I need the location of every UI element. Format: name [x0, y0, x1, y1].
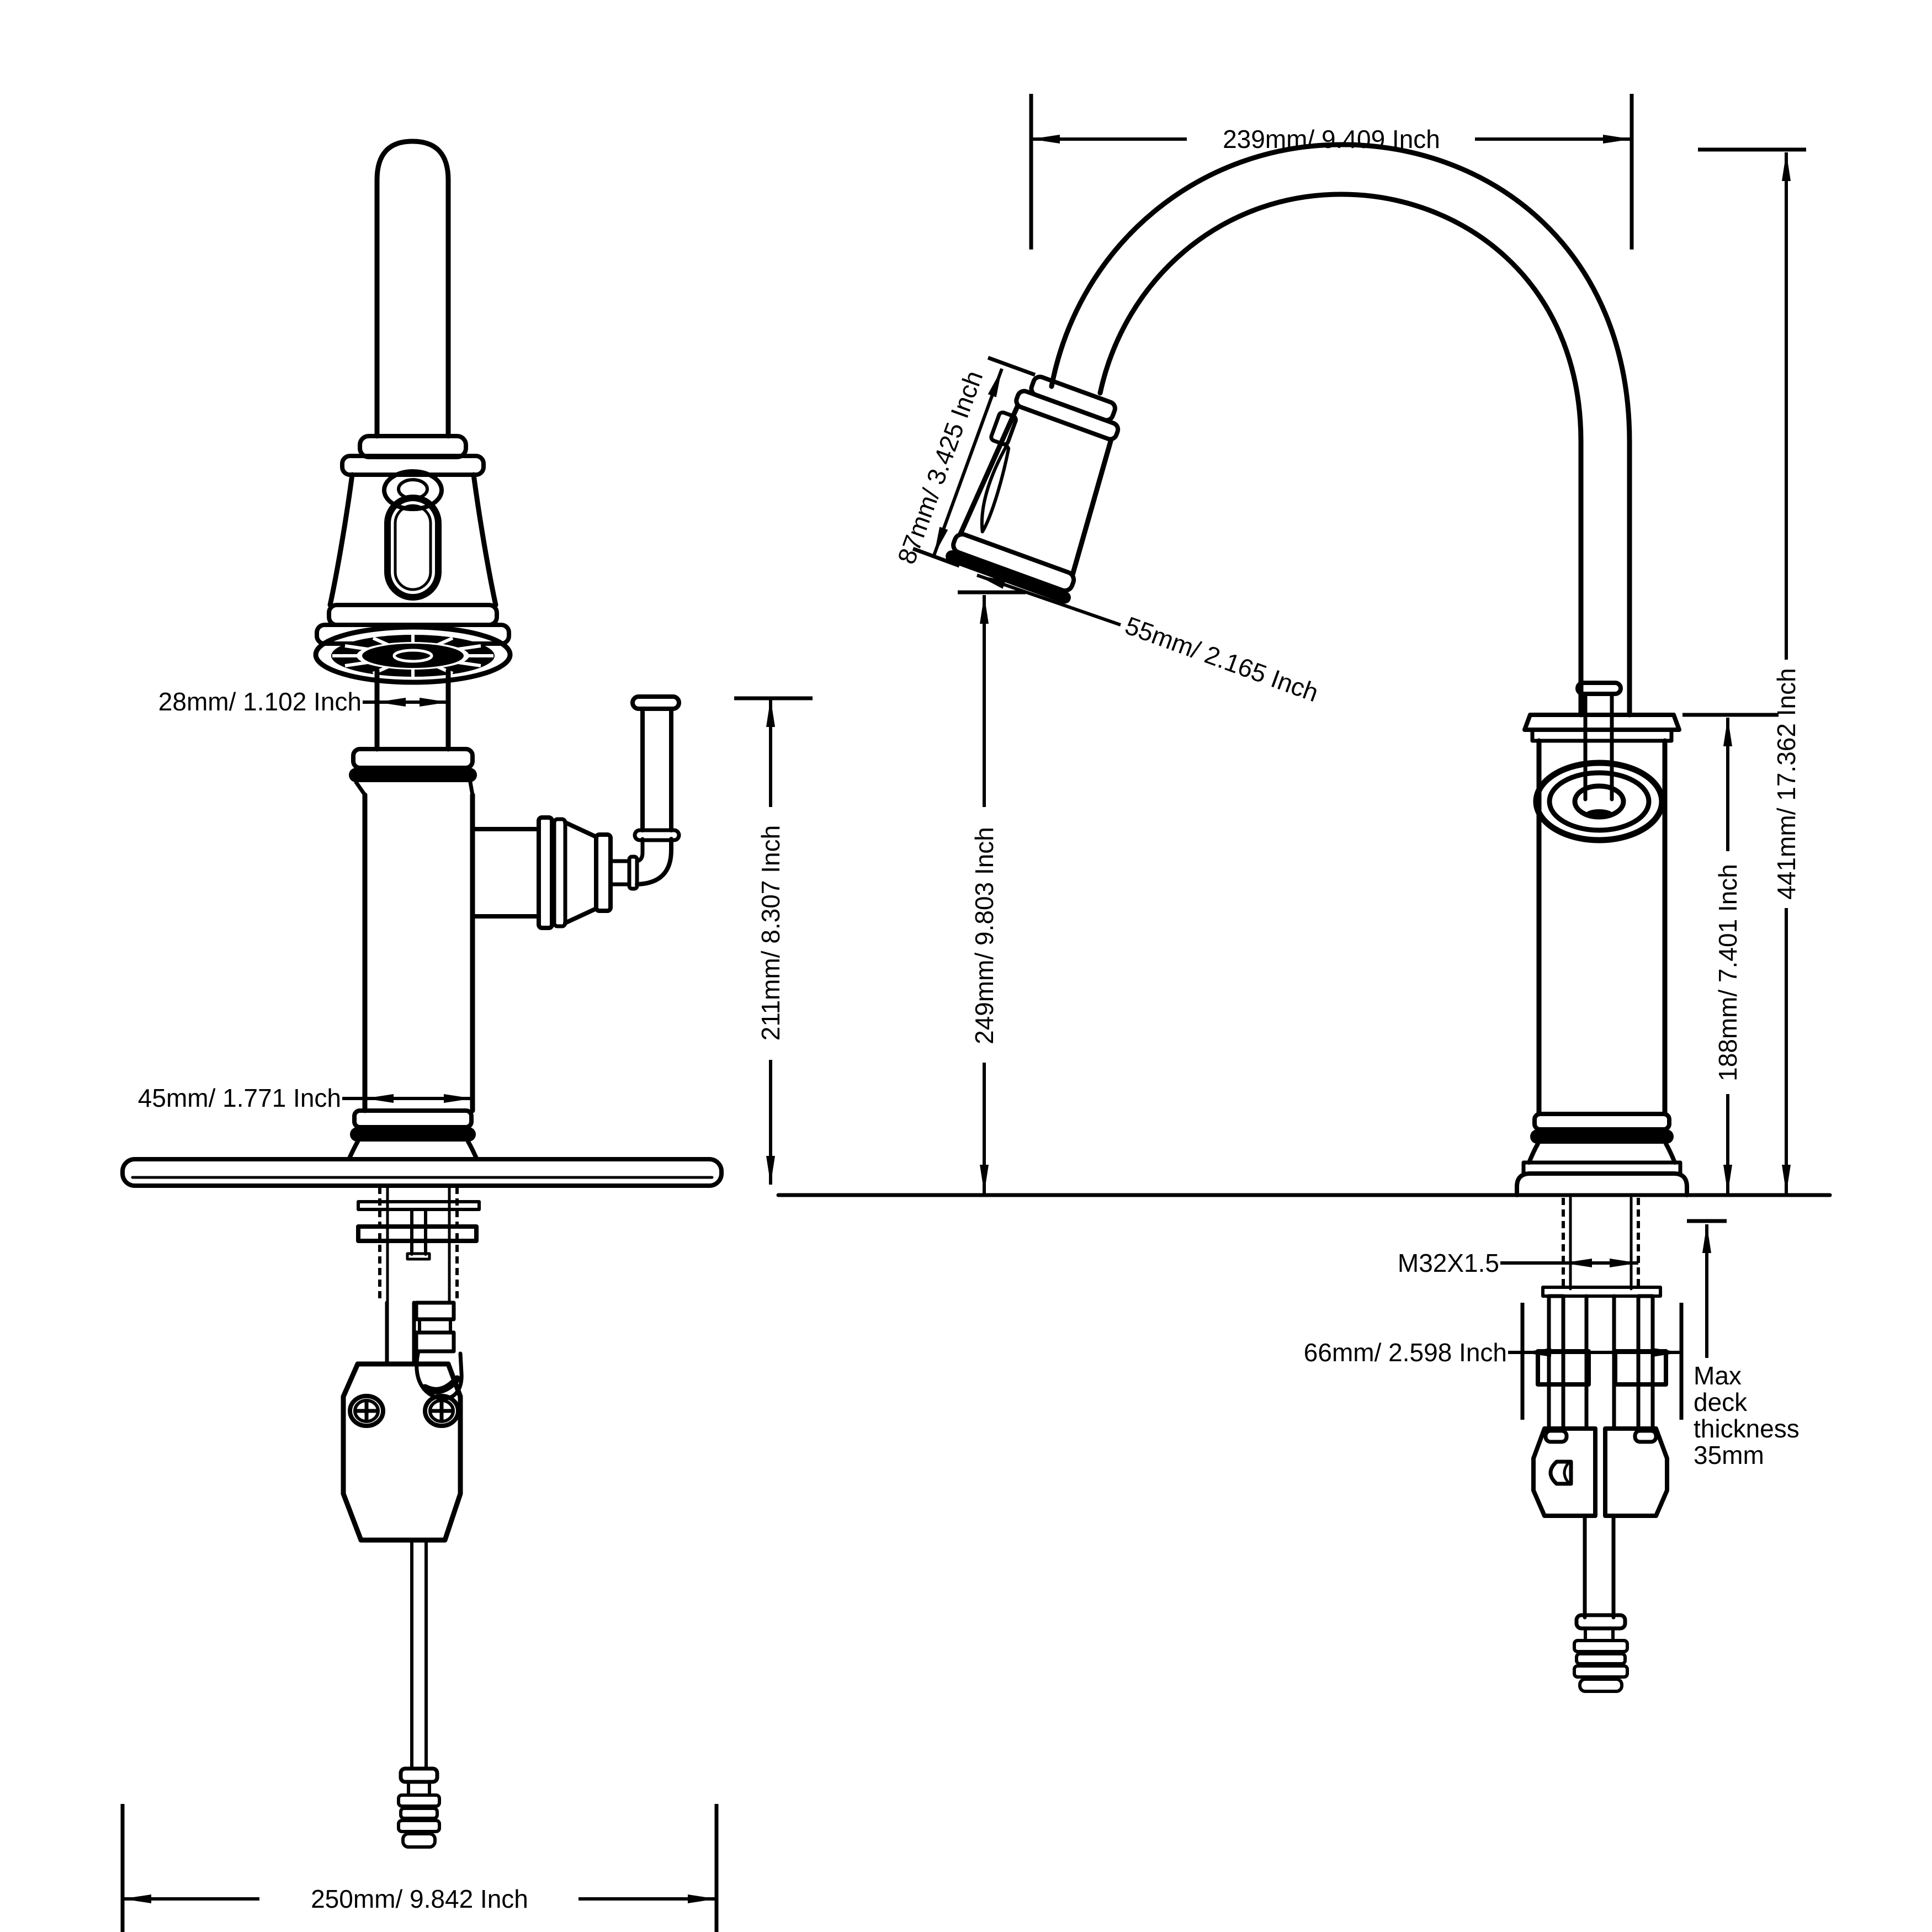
handle-lever-collar: [633, 828, 681, 842]
dim-label-line4: 35mm: [1694, 1441, 1764, 1469]
handle-lever: [640, 707, 673, 832]
hose-weight-clamp: [341, 1361, 463, 1543]
spray-mode-button: [384, 495, 442, 601]
spray-nozzle-face: [331, 635, 495, 677]
dim-body-width: 45mm/ 1.771 Inch: [138, 1084, 473, 1112]
deck-plate: [120, 1157, 724, 1188]
spout-joint-flange: [349, 747, 477, 797]
dim-max-deck-thickness: Max deck thickness 35mm: [1687, 1219, 1800, 1469]
dim-label: 239mm/ 9.409 Inch: [1223, 125, 1440, 153]
mounting-bracket: [1536, 1294, 1668, 1444]
dim-label: 188mm/ 7.401 Inch: [1713, 864, 1742, 1081]
washer-side: [1541, 1286, 1662, 1298]
dim-label-line2: deck: [1694, 1388, 1748, 1416]
handle-cap-side: [1575, 681, 1623, 696]
dim-total-height: 441mm/ 17.362 Inch: [1698, 147, 1806, 1193]
weight-side-hole: [1548, 1459, 1573, 1486]
faucet-body-front: [362, 792, 475, 1113]
supply-hose-side: [1583, 1514, 1616, 1620]
gooseneck-spout: [1049, 142, 1632, 718]
dim-label: 28mm/ 1.102 Inch: [158, 687, 362, 716]
dim-spray-head-width: 55mm/ 2.165 Inch: [976, 574, 1323, 708]
handle-hub-outer: [1533, 760, 1665, 843]
faucet-body-side: [1515, 713, 1689, 1197]
dim-spout-height: 211mm/ 8.307 Inch: [734, 696, 813, 1185]
hose-weight-side: [1531, 1426, 1669, 1518]
handle-front: [470, 694, 681, 930]
mounting-nut-front: [356, 1224, 479, 1243]
dim-body-height: 188mm/ 7.401 Inch: [1682, 713, 1779, 1193]
base-front: [120, 1108, 724, 1188]
clamp-screw-right: [423, 1394, 460, 1428]
dim-label: 55mm/ 2.165 Inch: [1122, 611, 1323, 708]
dim-label: 45mm/ 1.771 Inch: [138, 1084, 341, 1112]
side-view: 239mm/ 9.409 Inch 87mm/ 3.425 Inch 55mm/…: [776, 94, 1832, 1693]
dim-label: 211mm/ 8.307 Inch: [756, 825, 785, 1041]
dim-label-line1: Max: [1694, 1361, 1742, 1390]
handle-lever-cap: [630, 694, 681, 711]
dim-spout-reach: 239mm/ 9.409 Inch: [1029, 94, 1634, 250]
base-cap-side: [1515, 1171, 1689, 1197]
dim-base-width: 66mm/ 2.598 Inch: [1304, 1303, 1684, 1420]
under-deck-side: [1531, 1196, 1669, 1693]
clamp-screw-left: [348, 1394, 385, 1428]
handle-side: [1533, 681, 1665, 843]
dim-label: 249mm/ 9.803 Inch: [970, 827, 999, 1044]
spray-head-front: [313, 434, 513, 685]
dim-plate-length: 250mm/ 9.842 Inch: [120, 1804, 719, 1932]
dim-label: M32X1.5: [1398, 1249, 1499, 1277]
dim-spout-tube-width: 28mm/ 1.102 Inch: [158, 687, 448, 716]
front-view: 28mm/ 1.102 Inch 45mm/ 1.771 Inch 211mm/…: [120, 139, 813, 1932]
dim-outlet-clearance: 249mm/ 9.803 Inch: [958, 590, 1026, 1193]
supply-hose-front: [410, 1538, 428, 1770]
dim-label: 250mm/ 9.842 Inch: [311, 1885, 528, 1913]
under-deck-front: [341, 1185, 481, 1849]
hose-barb-front: [397, 1766, 441, 1849]
dim-label: 441mm/ 17.362 Inch: [1772, 668, 1801, 899]
dim-thread-spec: M32X1.5: [1398, 1249, 1638, 1277]
dim-label-line3: thickness: [1694, 1414, 1800, 1443]
head-hook-ring: [382, 469, 444, 511]
dim-label: 66mm/ 2.598 Inch: [1304, 1338, 1507, 1367]
spout-tube: [374, 139, 451, 439]
hose-barb-side: [1573, 1613, 1629, 1693]
friction-washer: [357, 1200, 481, 1211]
